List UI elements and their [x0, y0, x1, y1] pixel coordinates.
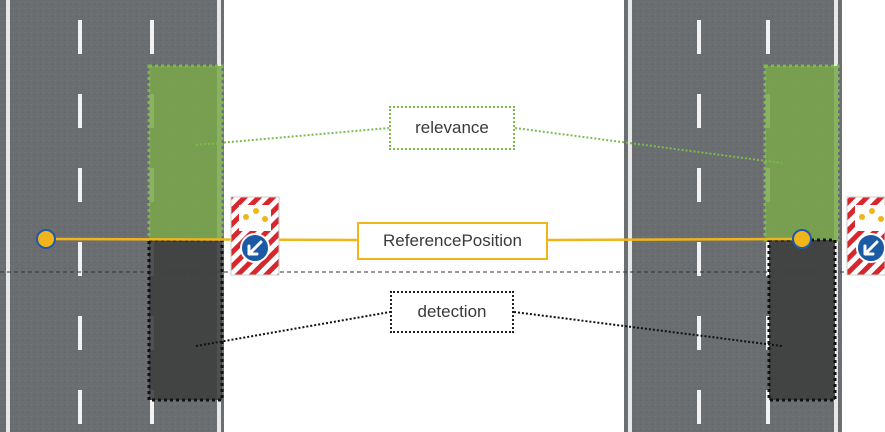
road-edge-line [628, 0, 632, 432]
reference-position-label: ReferencePosition [357, 222, 548, 260]
relevance-zone-left [147, 64, 224, 242]
reference-dot-left [36, 229, 56, 249]
keep-left-sign-icon [230, 196, 280, 276]
reference-dot-right [792, 229, 812, 249]
road-edge-line [6, 0, 10, 432]
detection-label: detection [390, 291, 514, 333]
relevance-connector-right [514, 127, 783, 164]
detection-zone-right [767, 238, 837, 402]
detection-zone-left [147, 238, 224, 402]
keep-left-sign-icon [846, 196, 885, 276]
relevance-zone-right [763, 64, 840, 242]
relevance-label: relevance [389, 106, 515, 150]
detection-connector-left [195, 311, 391, 347]
detection-connector-right [513, 311, 783, 347]
reference-line-left [45, 237, 358, 242]
relevance-connector-left [195, 127, 390, 146]
reference-line-right [547, 237, 803, 242]
